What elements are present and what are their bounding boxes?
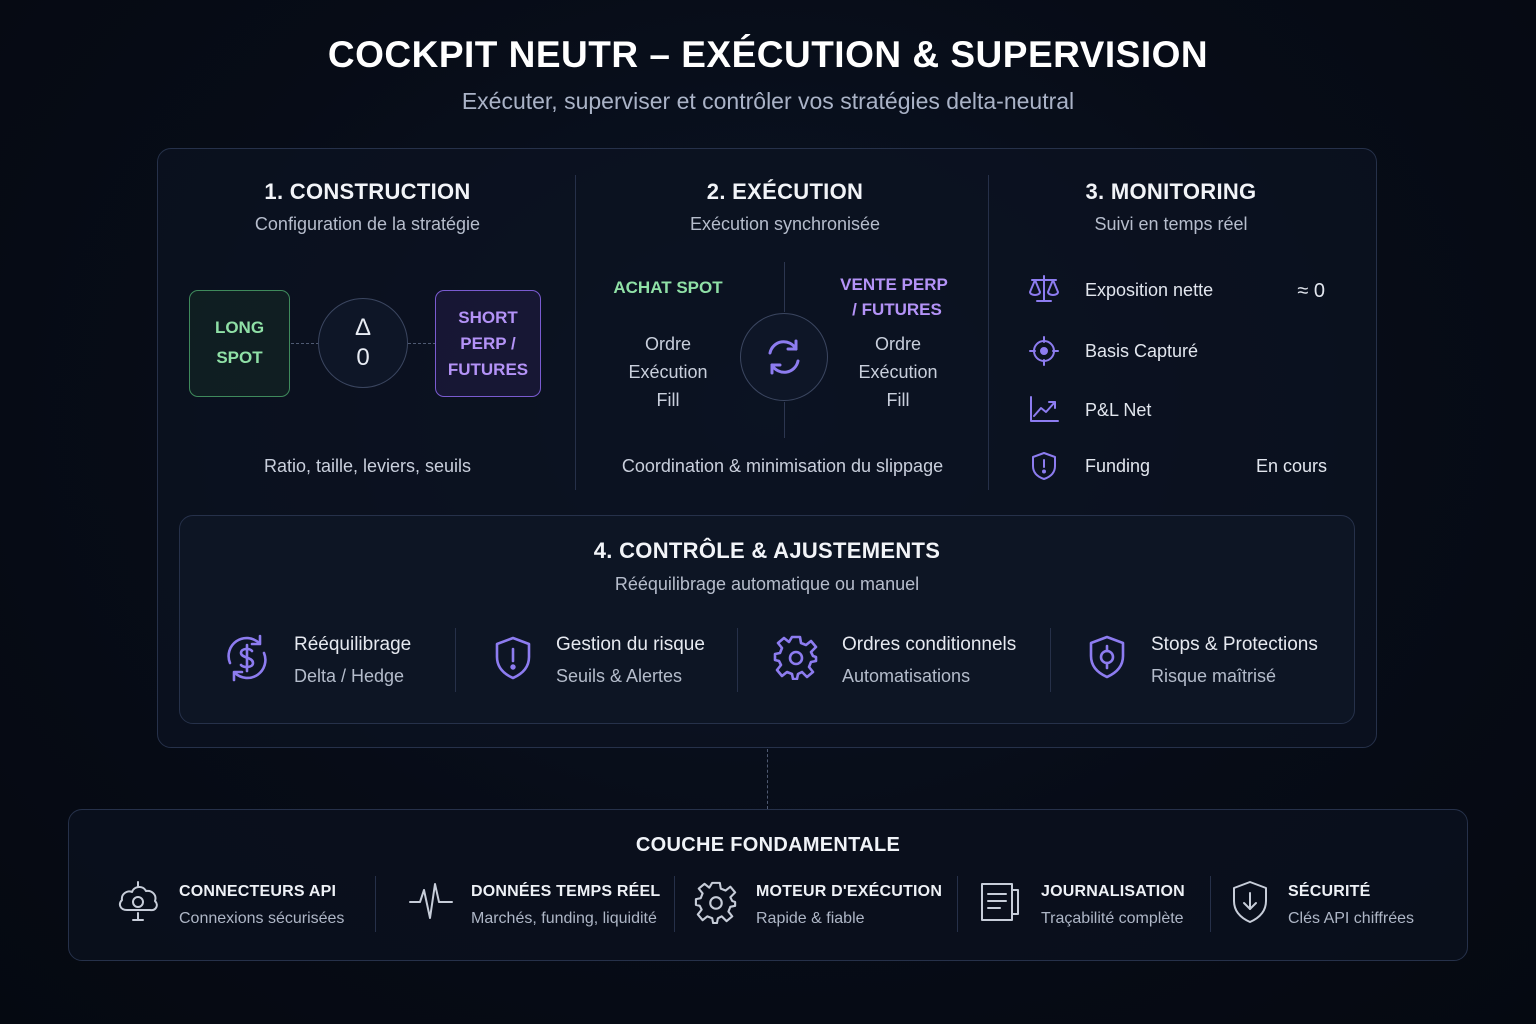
sync-line: [784, 262, 785, 312]
short-perp-box: [435, 290, 541, 397]
delta-symbol: Δ: [354, 314, 372, 341]
short-perp-label-3: FUTURES: [447, 360, 529, 379]
right-step: Ordre: [874, 334, 921, 354]
item-divider: [957, 876, 958, 932]
monitoring-title: 3. MONITORING: [1085, 179, 1257, 204]
right-step: Fill: [886, 390, 910, 410]
left-step: Exécution: [628, 362, 708, 382]
control-item-title: Rééquilibrage: [294, 634, 412, 655]
control-item-title: Gestion du risque: [556, 634, 705, 655]
foundation-item-sub: Marchés, funding, liquidité: [471, 910, 657, 927]
construction-title: 1. CONSTRUCTION: [264, 179, 471, 204]
chart-up-icon: [1028, 394, 1060, 424]
vente-perp-title-2: / FUTURES: [852, 300, 942, 319]
construction-footer: Ratio, taille, leviers, seuils: [263, 456, 472, 476]
cloud-connector-icon: [115, 880, 161, 924]
shield-alert-icon: [492, 635, 534, 681]
gear-icon: [694, 880, 738, 924]
column-divider: [988, 175, 989, 490]
item-divider: [455, 628, 456, 692]
shield-target-icon: [1086, 634, 1128, 680]
sync-line: [784, 402, 785, 438]
long-spot-label-1: LONG: [214, 318, 265, 337]
item-divider: [1210, 876, 1211, 932]
pulse-icon: [408, 880, 454, 924]
monitor-label: Basis Capturé: [1085, 341, 1199, 361]
control-item-sub: Delta / Hedge: [294, 666, 405, 686]
short-perp-label-1: SHORT: [458, 308, 518, 327]
delta-circle: [318, 298, 408, 388]
page-title: COCKPIT NEUTR – EXÉCUTION & SUPERVISION: [327, 34, 1209, 75]
document-icon: [979, 880, 1021, 924]
control-item-title: Ordres conditionnels: [842, 634, 1017, 655]
connector-line: [408, 343, 436, 344]
column-divider: [575, 175, 576, 490]
monitor-label: Exposition nette: [1085, 280, 1214, 300]
achat-spot-title: ACHAT SPOT: [613, 278, 723, 297]
item-divider: [375, 876, 376, 932]
foundation-connector: [767, 749, 768, 809]
foundation-item-title: MOTEUR D'EXÉCUTION: [756, 883, 943, 900]
item-divider: [1050, 628, 1051, 692]
control-title: 4. CONTRÔLE & AJUSTEMENTS: [593, 538, 941, 563]
foundation-item-sub: Clés API chiffrées: [1288, 910, 1414, 927]
monitor-value: En cours: [1255, 456, 1327, 476]
construction-subtitle: Configuration de la stratégie: [254, 214, 481, 234]
monitor-label: Funding: [1085, 456, 1151, 476]
monitor-label: P&L Net: [1085, 400, 1152, 420]
item-divider: [674, 876, 675, 932]
foundation-title: COUCHE FONDAMENTALE: [635, 834, 901, 856]
target-icon: [1028, 335, 1060, 367]
left-step: Fill: [656, 390, 680, 410]
page-subtitle: Exécuter, superviser et contrôler vos st…: [461, 88, 1075, 114]
vente-perp-title-1: VENTE PERP: [840, 275, 948, 294]
execution-subtitle: Exécution synchronisée: [689, 214, 881, 234]
delta-value: 0: [356, 344, 370, 371]
right-step: Exécution: [858, 362, 938, 382]
scale-icon: [1027, 273, 1061, 305]
item-divider: [737, 628, 738, 692]
foundation-item-sub: Connexions sécurisées: [179, 910, 345, 927]
long-spot-label-2: SPOT: [216, 348, 263, 367]
long-spot-box: [189, 290, 290, 397]
foundation-item-sub: Rapide & fiable: [756, 910, 865, 927]
execution-footer: Coordination & minimisation du slippage: [621, 456, 944, 476]
foundation-item-title: SÉCURITÉ: [1288, 883, 1371, 900]
monitoring-subtitle: Suivi en temps réel: [1094, 214, 1248, 234]
sync-icon: [763, 336, 805, 378]
gear-icon: [773, 634, 819, 680]
control-item-sub: Risque maîtrisé: [1151, 666, 1277, 686]
control-item-sub: Automatisations: [842, 666, 971, 686]
foundation-item-title: JOURNALISATION: [1041, 883, 1185, 900]
foundation-panel: [68, 809, 1468, 961]
monitor-value: ≈ 0: [1297, 280, 1325, 302]
control-item-sub: Seuils & Alertes: [556, 666, 683, 686]
control-panel: [179, 515, 1355, 724]
short-perp-label-2: PERP /: [460, 334, 516, 353]
foundation-item-sub: Traçabilité complète: [1041, 910, 1184, 927]
dollar-cycle-icon: [222, 633, 272, 683]
control-item-title: Stops & Protections: [1151, 634, 1318, 655]
connector-line: [291, 343, 319, 344]
left-step: Ordre: [644, 334, 691, 354]
shield-check-icon: [1230, 879, 1270, 925]
foundation-item-title: CONNECTEURS API: [179, 883, 337, 900]
sync-circle: [740, 313, 828, 401]
execution-title: 2. EXÉCUTION: [706, 179, 864, 204]
shield-alert-icon: [1029, 450, 1059, 482]
control-subtitle: Rééquilibrage automatique ou manuel: [614, 574, 920, 594]
foundation-item-title: DONNÉES TEMPS RÉEL: [471, 883, 661, 900]
